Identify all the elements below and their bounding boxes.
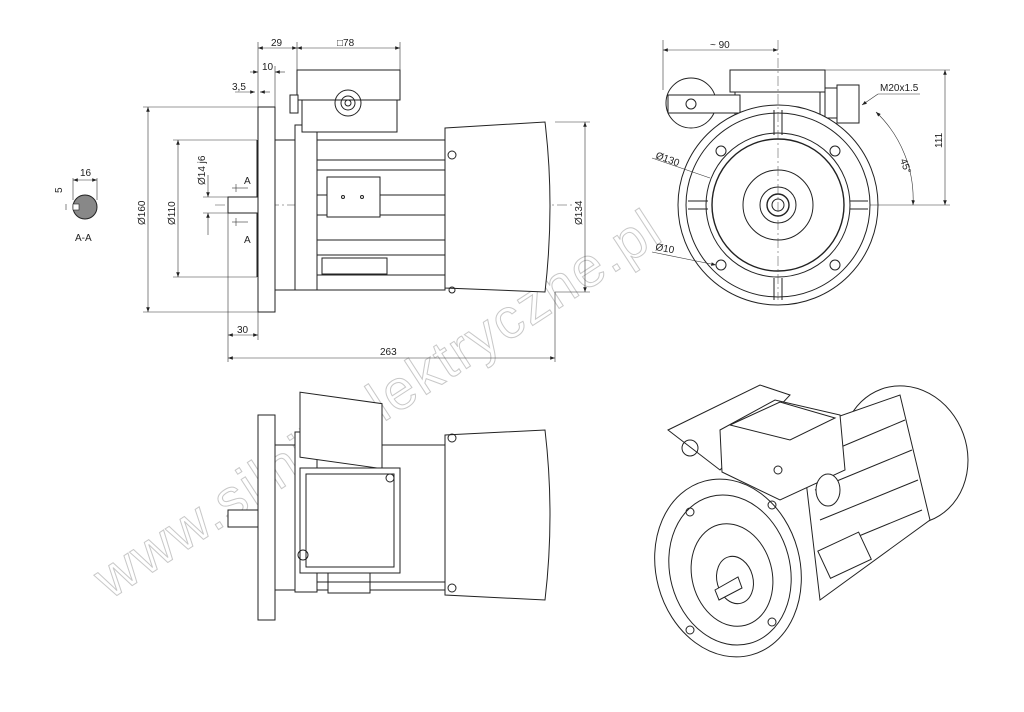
section-width-dim: 16 (80, 168, 92, 179)
front-view: 29 □78 10 3,5 Ø160 Ø110 Ø14 j6 A A Ø134 … (137, 38, 590, 362)
section-mark-bottom: A (244, 235, 251, 246)
dim-shaft-diameter: Ø14 j6 (197, 155, 208, 185)
dim-body-diameter: Ø134 (574, 200, 585, 225)
dim-pcd: Ø130 (654, 150, 681, 169)
dim-total-length: 263 (380, 347, 397, 358)
dim-angle: 45° (897, 157, 913, 175)
end-view: ~ 90 111 M20x1.5 45° Ø130 Ø10 (651, 40, 950, 306)
dim-spigot: 3,5 (232, 82, 246, 93)
dim-box-offset: 29 (271, 38, 283, 49)
dim-flange-diameter: Ø160 (137, 200, 148, 225)
section-a-a: 16 5 A-A (54, 168, 98, 244)
dim-shaft-length: 30 (237, 325, 249, 336)
isometric-view (654, 384, 969, 658)
section-mark-top: A (244, 176, 251, 187)
dim-gland: M20x1.5 (880, 83, 919, 94)
dim-flange-thickness: 10 (262, 62, 274, 73)
dim-spigot-diameter: Ø110 (167, 201, 178, 225)
top-view (227, 391, 551, 621)
dim-hole: Ø10 (654, 242, 675, 256)
dim-height: 111 (934, 132, 945, 148)
section-label: A-A (75, 233, 92, 244)
section-key-dim: 5 (54, 187, 65, 193)
dim-width: ~ 90 (710, 40, 730, 51)
dim-box-size: □78 (337, 38, 355, 49)
